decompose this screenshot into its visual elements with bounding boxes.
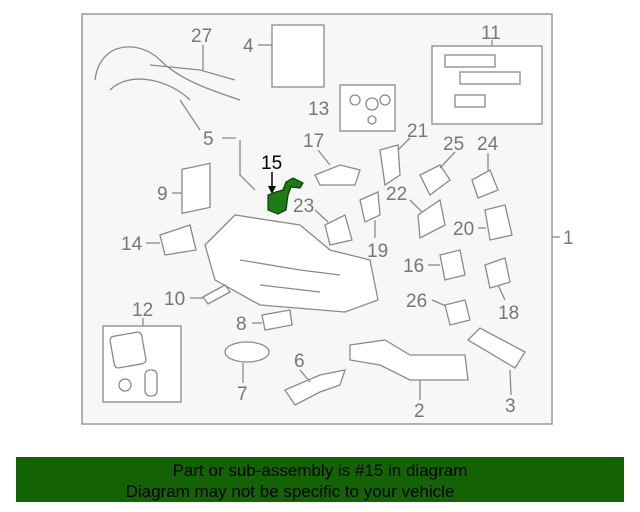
label-6: 6 bbox=[294, 351, 305, 372]
label-17: 17 bbox=[303, 131, 324, 152]
label-24: 24 bbox=[477, 134, 499, 155]
part-12-kit[interactable] bbox=[102, 318, 182, 403]
label-9: 9 bbox=[157, 184, 168, 205]
label-18: 18 bbox=[498, 303, 519, 324]
part-22[interactable] bbox=[409, 198, 446, 240]
label-7: 7 bbox=[237, 384, 248, 405]
label-1: 1 bbox=[563, 228, 574, 249]
label-10: 10 bbox=[164, 289, 185, 310]
label-22: 22 bbox=[386, 184, 407, 205]
label-25: 25 bbox=[443, 134, 464, 155]
part-7[interactable] bbox=[224, 341, 270, 383]
label-19: 19 bbox=[367, 241, 388, 262]
label-16: 16 bbox=[403, 256, 424, 277]
label-27: 27 bbox=[191, 26, 212, 47]
label-3: 3 bbox=[505, 396, 516, 417]
part-5[interactable] bbox=[222, 137, 256, 191]
hvac-case[interactable] bbox=[204, 214, 379, 313]
part-17[interactable] bbox=[314, 149, 361, 186]
label-15: 15 bbox=[261, 153, 282, 174]
part-2-heater-core[interactable] bbox=[349, 339, 469, 400]
part-3[interactable] bbox=[466, 327, 526, 396]
banner-line-disclaimer: Diagram may not be specific to your vehi… bbox=[125, 482, 455, 501]
part-4[interactable] bbox=[258, 24, 325, 88]
parts-diagram: 27 4 11 13 5 17 21 25 24 15 9 22 23 20 1… bbox=[81, 13, 574, 425]
info-banner: Part or sub-assembly is #15 in diagram D… bbox=[16, 457, 624, 502]
label-12: 12 bbox=[132, 300, 153, 321]
part-11-kit[interactable] bbox=[431, 40, 543, 125]
part-27-wiring-harness[interactable] bbox=[94, 45, 241, 131]
part-8[interactable] bbox=[252, 309, 293, 331]
part-24[interactable] bbox=[471, 153, 499, 199]
label-8: 8 bbox=[236, 314, 247, 335]
part-6-duct[interactable] bbox=[284, 369, 346, 406]
label-11: 11 bbox=[481, 23, 501, 44]
part-14[interactable] bbox=[146, 224, 197, 256]
label-4: 4 bbox=[243, 36, 254, 57]
part-9[interactable] bbox=[172, 162, 211, 215]
label-20: 20 bbox=[453, 219, 474, 240]
part-25[interactable] bbox=[419, 151, 456, 196]
part-19[interactable] bbox=[359, 191, 381, 238]
label-2: 2 bbox=[414, 401, 425, 422]
part-18[interactable] bbox=[484, 257, 511, 301]
part-13-kit[interactable] bbox=[339, 84, 396, 132]
part-20[interactable] bbox=[478, 204, 513, 241]
label-21: 21 bbox=[407, 121, 428, 142]
part-23[interactable] bbox=[314, 209, 353, 246]
part-10[interactable] bbox=[190, 284, 231, 305]
part-16[interactable] bbox=[428, 249, 466, 281]
label-5: 5 bbox=[203, 129, 214, 150]
part-26[interactable] bbox=[431, 299, 471, 326]
banner-line-part: Part or sub-assembly is #15 in diagram bbox=[172, 461, 468, 480]
label-13: 13 bbox=[308, 99, 329, 120]
part-21[interactable] bbox=[379, 137, 411, 187]
part-15-highlighted[interactable] bbox=[267, 172, 304, 215]
label-23: 23 bbox=[293, 196, 314, 217]
label-26: 26 bbox=[406, 291, 427, 312]
label-14: 14 bbox=[121, 234, 143, 255]
